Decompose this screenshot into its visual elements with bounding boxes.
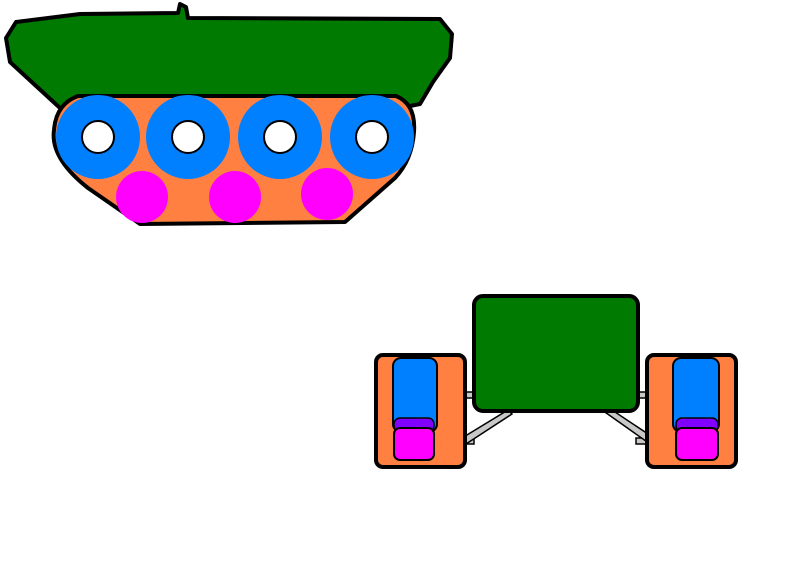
suspension-link [460,409,514,446]
track-unit-left [374,353,467,469]
return-rollers [116,168,353,223]
wheel-hub [263,120,297,154]
side-hull [4,2,454,110]
return-roller-front [675,427,719,461]
return-roller [301,168,353,220]
return-roller-front [393,427,435,461]
wheel-hubs [81,120,389,154]
wheel-hub [171,120,205,154]
wheel-hub [81,120,115,154]
tank-side-view [4,2,454,226]
return-roller [209,171,261,223]
front-hull [472,294,640,413]
wheel-hub [355,120,389,154]
return-roller [116,171,168,223]
track-unit-right [645,353,738,469]
tank-front-view [374,294,738,469]
